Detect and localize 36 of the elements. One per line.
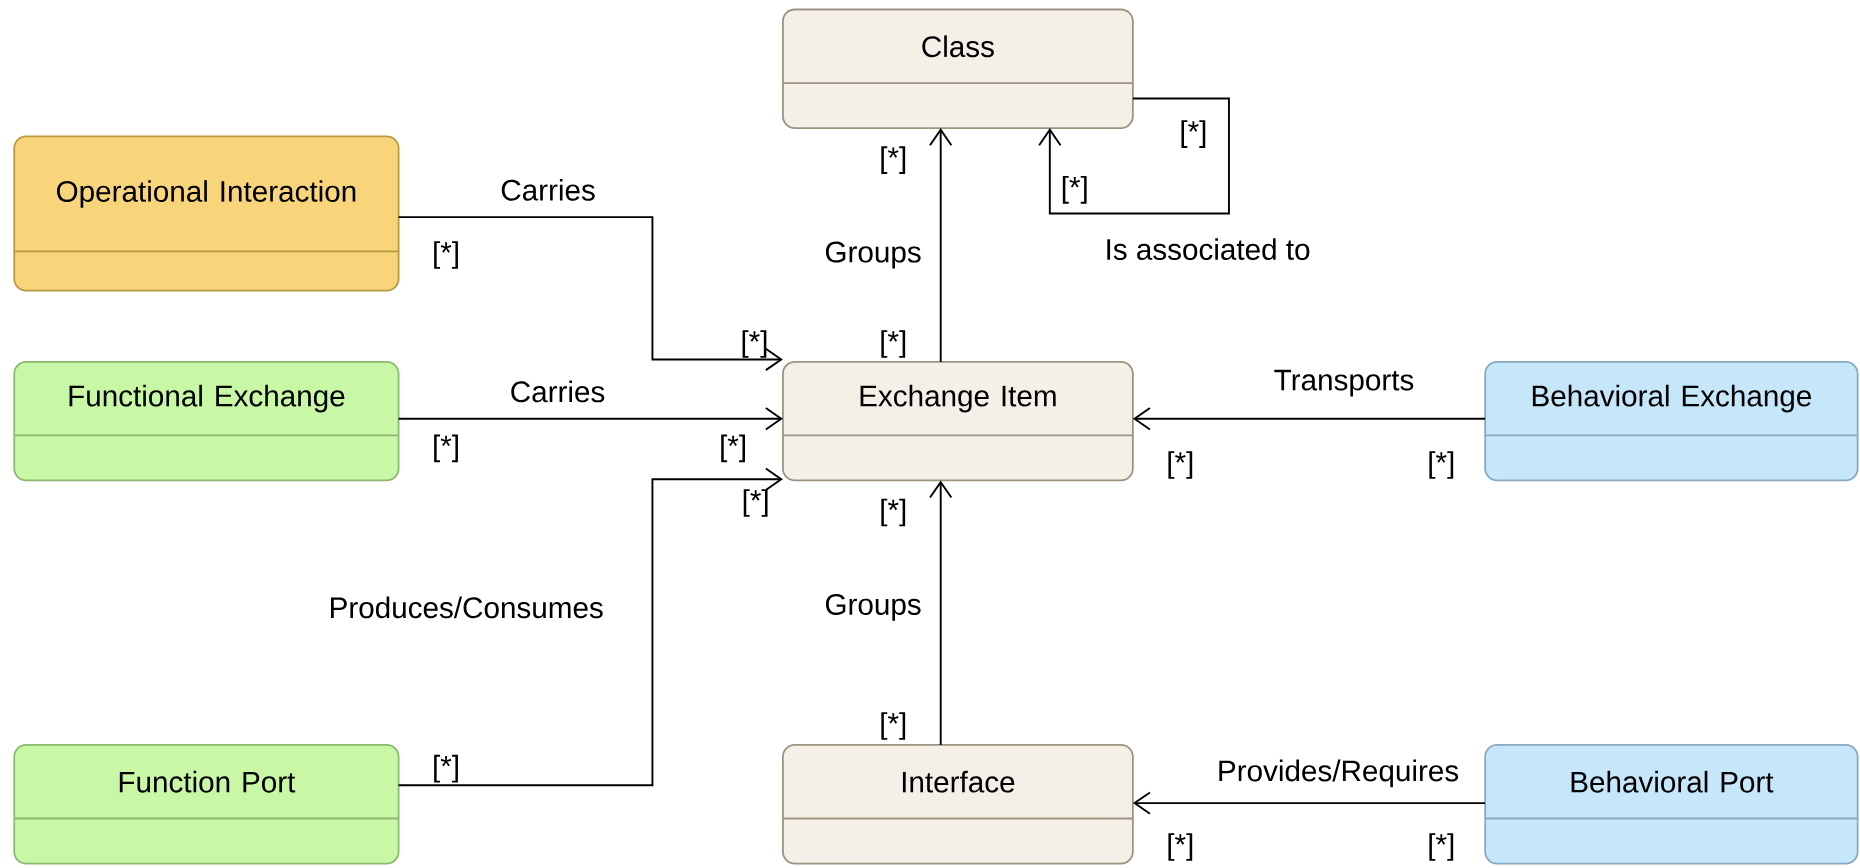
arrow: [1132, 791, 1487, 815]
arrow: [929, 127, 953, 363]
edge-label: Groups: [822, 239, 925, 271]
arrow: [1132, 406, 1487, 431]
class-box: Behavioral Port: [1484, 743, 1859, 865]
arrow: [1038, 97, 1230, 215]
class-box: Operational Interaction: [13, 135, 400, 292]
class-box: Class: [782, 8, 1134, 129]
edge-label: Transports: [1271, 367, 1417, 399]
multiplicity-label: [*]: [1429, 833, 1454, 861]
multiplicity-label: [*]: [743, 489, 768, 517]
class-box: Interface: [782, 743, 1134, 865]
class-box: Exchange Item: [782, 360, 1134, 482]
multiplicity-label: [*]: [434, 241, 458, 269]
multiplicity-label: [*]: [721, 434, 745, 463]
edge-label: Carries: [507, 378, 608, 405]
edge-label: Produces/Consumes: [326, 593, 607, 621]
multiplicity-label: [*]: [1168, 451, 1193, 479]
multiplicity-label: [*]: [1062, 175, 1087, 204]
multiplicity-label: [*]: [434, 434, 458, 463]
edge-label: Is associated to: [1102, 235, 1313, 263]
edge-label: Carries: [497, 176, 599, 203]
arrow: [929, 480, 953, 746]
multiplicity-label: [*]: [434, 754, 458, 783]
arrow: [397, 467, 783, 787]
edge-label: Groups: [822, 591, 925, 623]
multiplicity-label: [*]: [1181, 120, 1206, 148]
class-box: Behavioral Exchange: [1484, 360, 1859, 482]
multiplicity-label: [*]: [742, 330, 767, 358]
edge-label: Provides/Requires: [1214, 757, 1462, 790]
arrow: [397, 216, 783, 371]
class-box: Functional Exchange: [13, 360, 400, 482]
arrow: [397, 406, 783, 431]
multiplicity-label: [*]: [1168, 833, 1193, 861]
multiplicity-label: [*]: [1429, 451, 1454, 479]
class-box: Function Port: [13, 743, 400, 865]
